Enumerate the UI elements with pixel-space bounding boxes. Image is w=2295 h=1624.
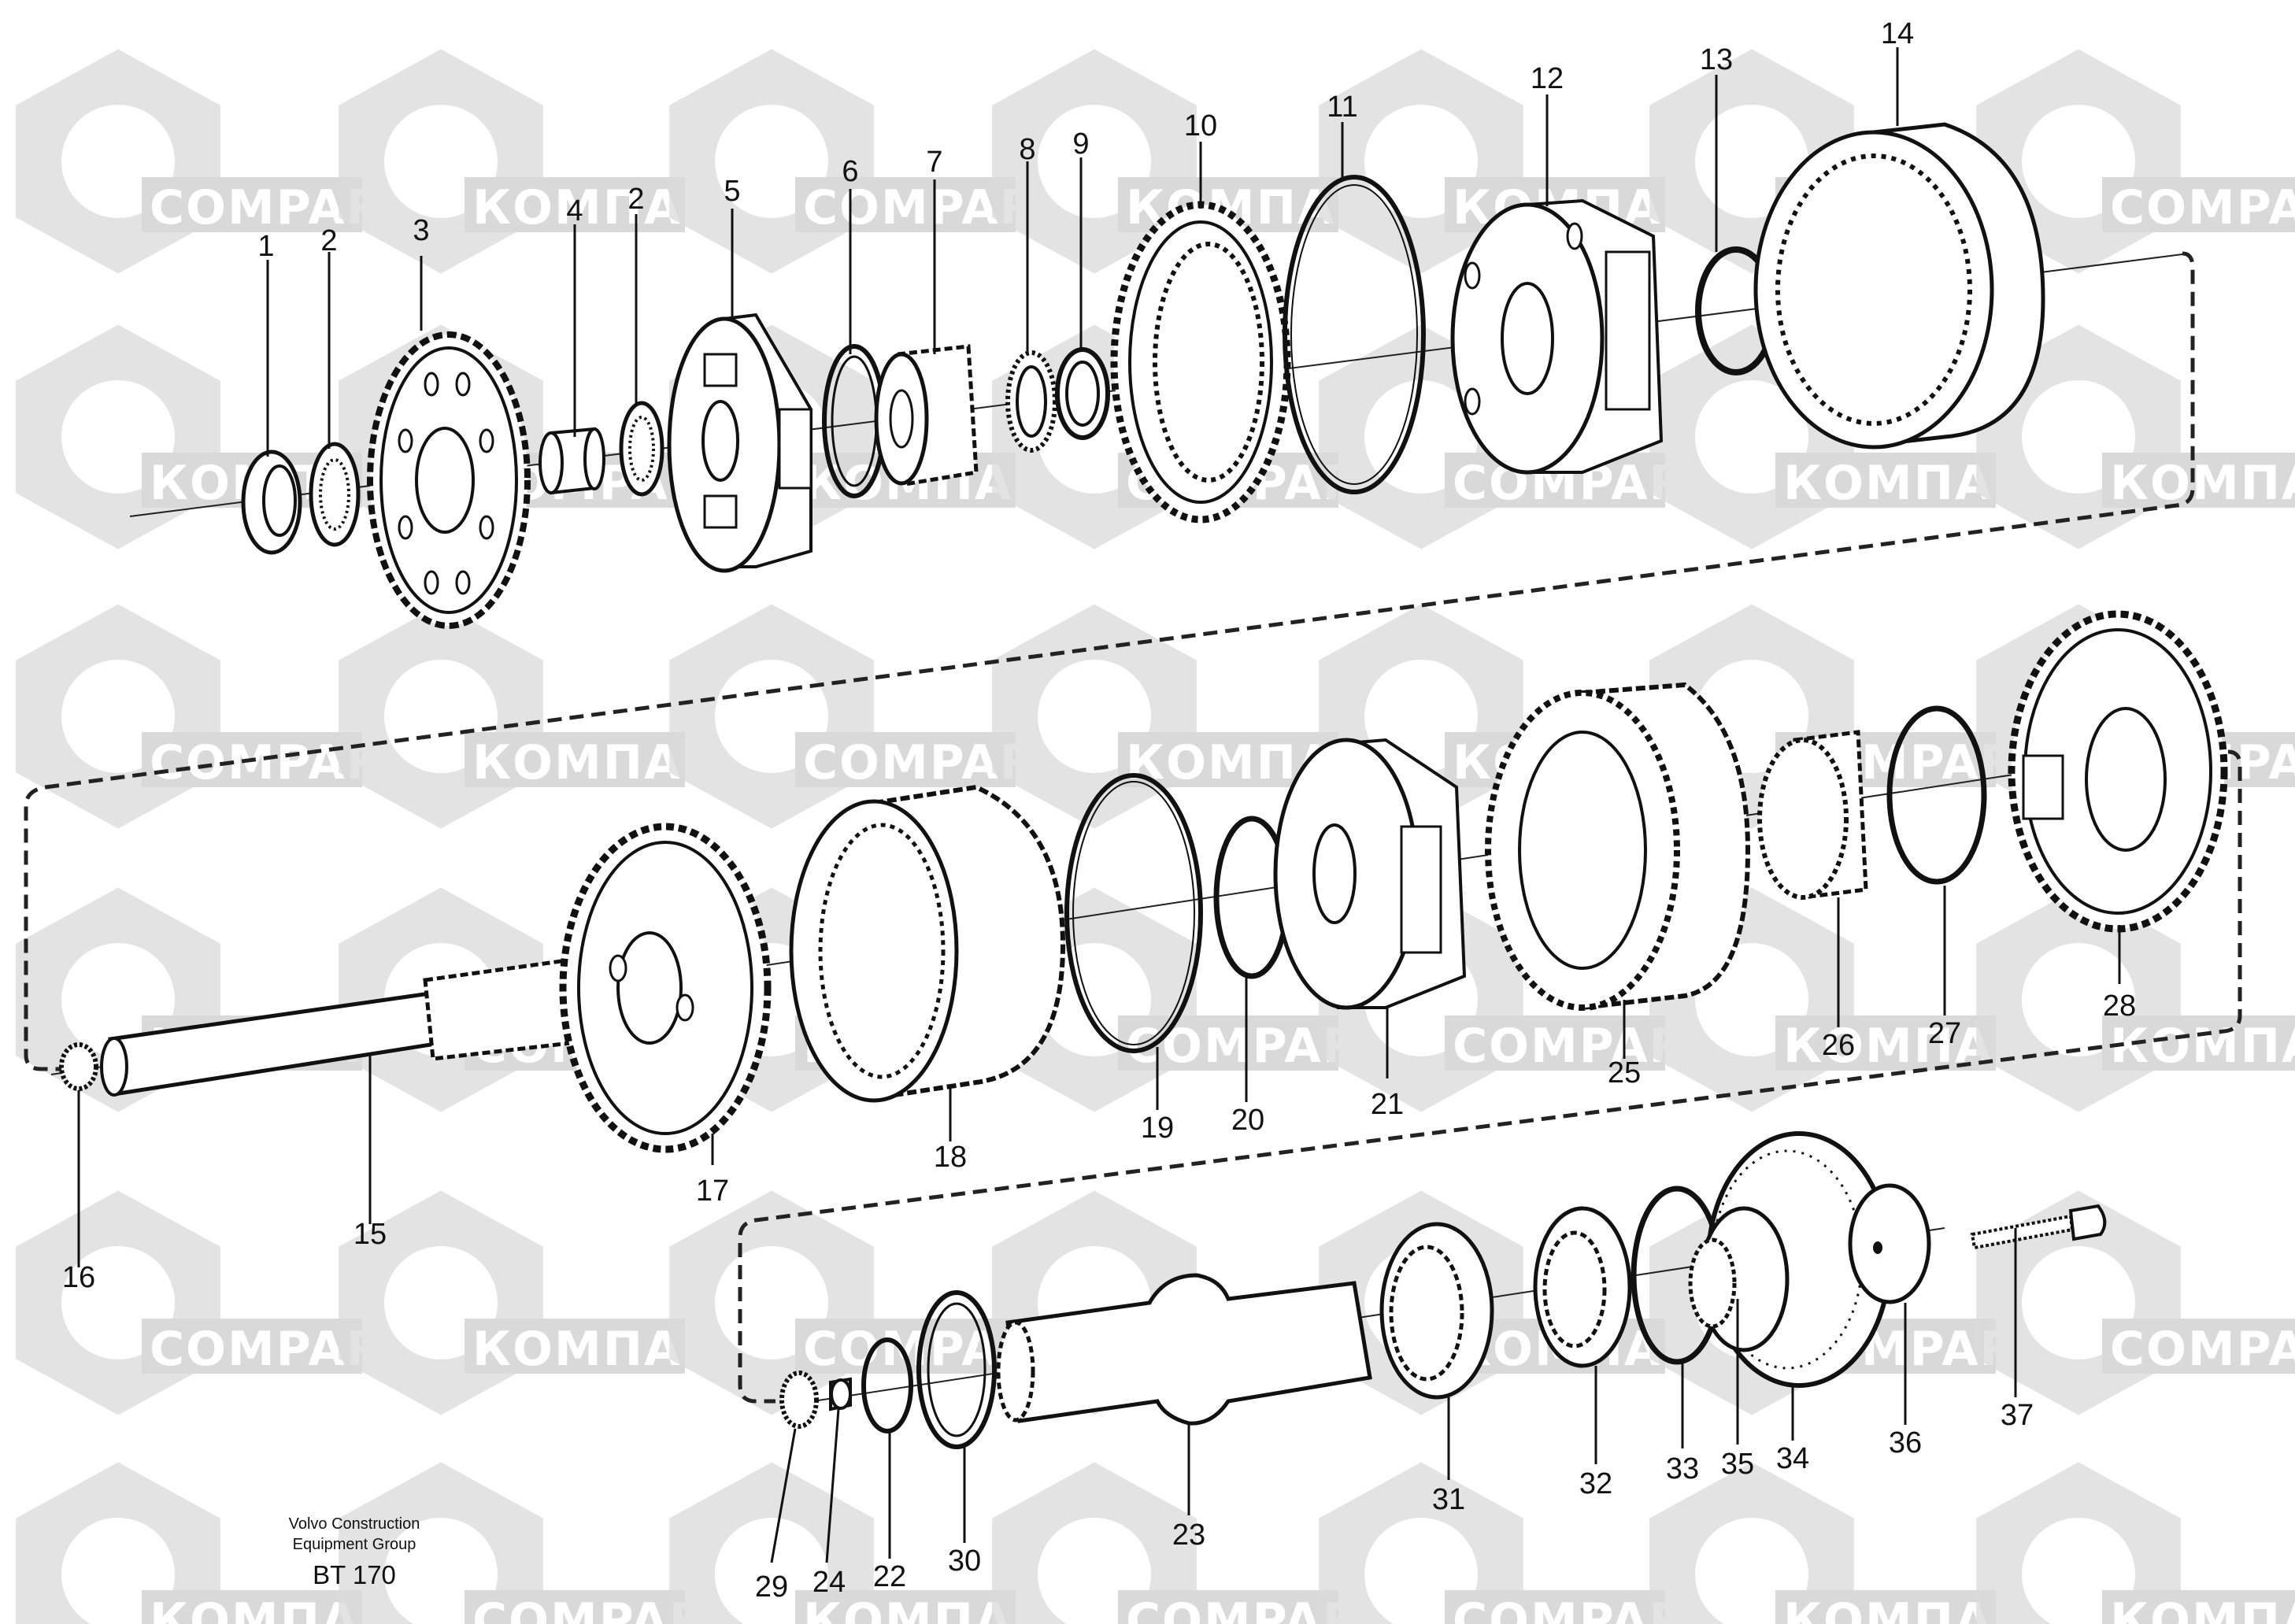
part-9-seal xyxy=(1055,347,1110,440)
callout-20: 20 xyxy=(1231,1104,1264,1137)
callout-37: 37 xyxy=(2001,1399,2034,1432)
footer-line-1: Volvo Construction xyxy=(289,1515,420,1533)
part-10-ring-gear xyxy=(1110,201,1291,523)
callout-2: 2 xyxy=(320,224,337,257)
callout-21: 21 xyxy=(1371,1088,1404,1121)
watermark-tile: COMPART xyxy=(339,1462,737,1624)
callout-13: 13 xyxy=(1700,43,1733,76)
callout-1: 1 xyxy=(257,230,274,263)
part-37-bolt xyxy=(1970,1204,2107,1250)
part-28-planet-carrier xyxy=(2008,610,2228,933)
callout-34: 34 xyxy=(1776,1442,1809,1475)
part-2b-thrust-washer xyxy=(619,401,664,497)
watermark-tile: COMPART xyxy=(16,49,414,274)
part-11-retaining-ring xyxy=(1283,175,1426,494)
watermark-tile: COMPART xyxy=(16,604,414,829)
callout-19: 19 xyxy=(1141,1112,1174,1145)
callout-8: 8 xyxy=(1019,133,1035,166)
callout-14: 14 xyxy=(1881,17,1914,50)
callout-31: 31 xyxy=(1432,1483,1465,1516)
part-34-output-flange xyxy=(1688,1131,1892,1388)
part-8-bearing-ring xyxy=(1005,350,1057,453)
callout-28: 28 xyxy=(2103,990,2136,1023)
part-5-planet-carrier xyxy=(667,313,813,573)
watermark-label: КОМПАРТ xyxy=(2110,1593,2295,1624)
callout-35: 35 xyxy=(1721,1448,1754,1481)
callout-36: 36 xyxy=(1889,1426,1922,1459)
part-18-ring-gear xyxy=(789,784,1066,1103)
callout-33: 33 xyxy=(1666,1452,1699,1485)
publisher-footer: Volvo Construction Equipment Group BT 17… xyxy=(289,1515,420,1589)
callout-10: 10 xyxy=(1184,109,1217,142)
watermark-label: КОМПАРТ xyxy=(2110,1019,2295,1074)
callout-11: 11 xyxy=(1327,91,1357,124)
watermark-tile: КОМПАРТ xyxy=(339,49,750,274)
callout-9: 9 xyxy=(1072,128,1089,161)
part-4-bushing xyxy=(539,427,605,495)
part-30-shim xyxy=(916,1290,997,1449)
callout-3: 3 xyxy=(413,214,429,247)
part-17-planet-gear xyxy=(559,823,772,1153)
part-29-bearing xyxy=(779,1371,819,1429)
watermark-tile: КОМПАРТ xyxy=(992,604,1404,829)
callout-32: 32 xyxy=(1579,1467,1612,1500)
callout-22: 22 xyxy=(873,1560,906,1593)
part-3-planet-gear xyxy=(367,331,531,629)
callout-2b: 2 xyxy=(627,183,644,216)
watermark-tile: COMPART xyxy=(1976,1190,2295,1415)
part-27-o-ring xyxy=(1886,705,1987,885)
part-36-cover-disc xyxy=(1848,1183,1931,1304)
watermark-label: COMPART xyxy=(2110,180,2295,235)
part-32-bearing xyxy=(1533,1206,1632,1368)
part-2-thrust-washer xyxy=(309,442,361,547)
watermark-tile: КОМПАРТ xyxy=(1976,1462,2295,1624)
callout-18: 18 xyxy=(934,1141,967,1174)
callout-26: 26 xyxy=(1822,1029,1855,1062)
part-21-planet-carrier xyxy=(1273,738,1467,1010)
dashed-connectors xyxy=(24,251,2242,1404)
part-24-bushing xyxy=(829,1377,852,1411)
watermark-tile: COMPART xyxy=(992,1462,1390,1624)
part-19-retaining-ring xyxy=(1064,773,1203,1053)
callout-16: 16 xyxy=(62,1261,95,1294)
callout-15: 15 xyxy=(354,1218,387,1251)
part-1-seal-ring xyxy=(241,449,302,555)
footer-code: BT 170 xyxy=(313,1560,396,1589)
part-31-bearing xyxy=(1379,1222,1494,1400)
callout-27: 27 xyxy=(1928,1017,1961,1050)
leader-lines xyxy=(77,47,2121,1563)
callout-29: 29 xyxy=(755,1570,788,1604)
part-23-output-shaft xyxy=(996,1273,1372,1426)
part-16-bearing xyxy=(59,1042,98,1091)
callout-12: 12 xyxy=(1531,62,1564,95)
part-26-sun-gear xyxy=(1757,730,1868,900)
footer-line-2: Equipment Group xyxy=(293,1536,416,1553)
part-14-ring-gear-housing xyxy=(1753,122,2045,449)
part-25-ring-gear xyxy=(1485,682,1751,1011)
callout-labels: 1 2 3 4 2 5 6 7 8 9 10 11 12 13 14 15 16… xyxy=(62,17,2136,1604)
watermark-label: COMPART xyxy=(2110,1322,2295,1377)
callout-4: 4 xyxy=(566,194,583,228)
callout-5: 5 xyxy=(724,175,740,208)
callout-30: 30 xyxy=(948,1544,981,1578)
callout-7: 7 xyxy=(926,146,942,179)
part-12-planet-carrier xyxy=(1450,198,1664,475)
callout-17: 17 xyxy=(696,1175,729,1208)
watermark-label: КОМПАРТ xyxy=(2110,456,2295,511)
part-22-washer xyxy=(861,1337,913,1433)
callout-24: 24 xyxy=(813,1566,846,1599)
callout-25: 25 xyxy=(1608,1056,1641,1089)
callout-6: 6 xyxy=(842,155,858,188)
part-15-main-shaft xyxy=(100,958,573,1097)
callout-23: 23 xyxy=(1172,1519,1205,1552)
part-7-sun-gear xyxy=(874,344,979,486)
